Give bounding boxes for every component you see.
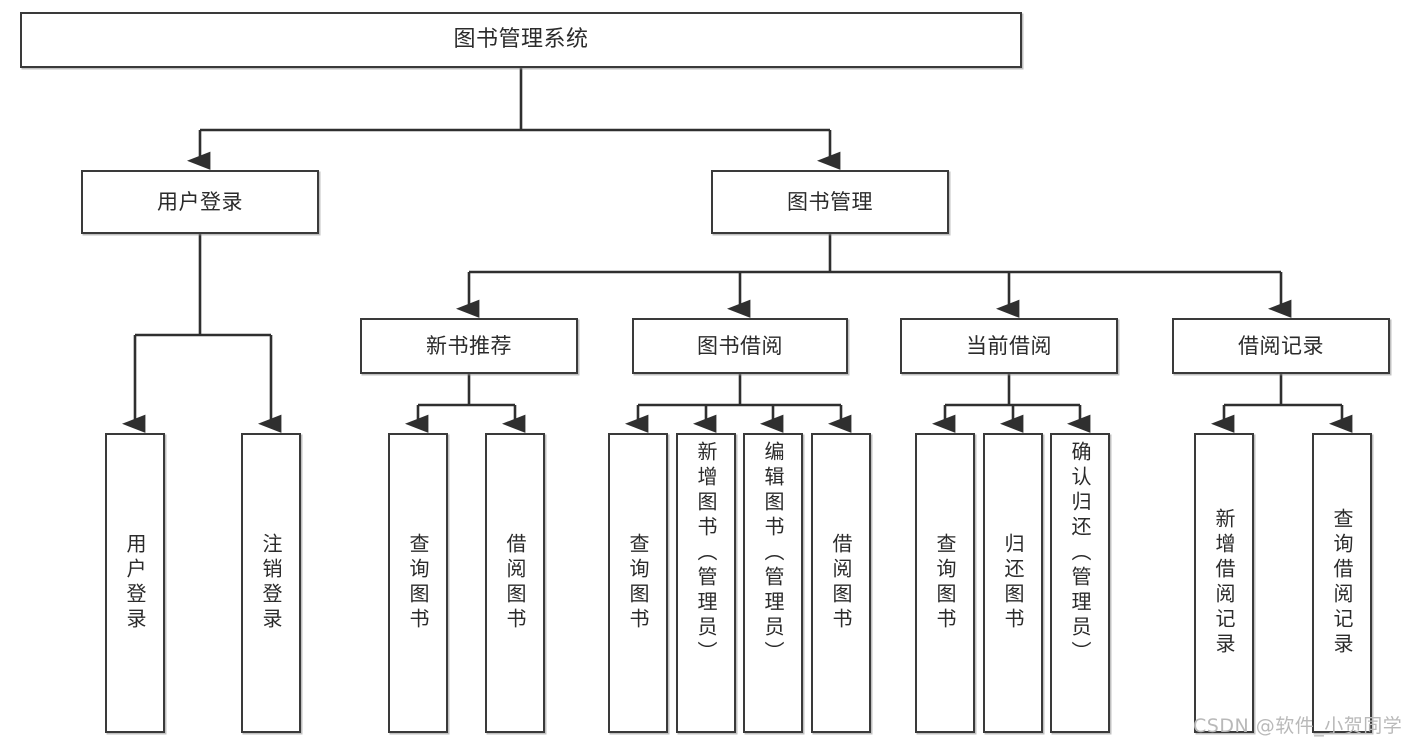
node-current-borrow-label: 当前借阅 (966, 333, 1052, 358)
node-borrow-record-label: 借阅记录 (1238, 333, 1324, 358)
node-leaf-user-login[interactable]: 用户登录 (105, 433, 165, 733)
node-leaf-query-book-1-label: 查询图书 (406, 533, 430, 633)
node-leaf-borrow-book-2-label: 借阅图书 (829, 533, 853, 633)
node-book-borrow-label: 图书借阅 (697, 333, 783, 358)
node-book-manage-label: 图书管理 (787, 189, 873, 214)
node-leaf-confirm-return-label: 确认归还（管理员） (1068, 441, 1092, 666)
node-root[interactable]: 图书管理系统 (20, 12, 1022, 68)
node-leaf-query-record-label: 查询借阅记录 (1330, 508, 1354, 658)
node-leaf-borrow-book-1[interactable]: 借阅图书 (485, 433, 545, 733)
node-leaf-query-book-3[interactable]: 查询图书 (915, 433, 975, 733)
node-leaf-return-book-label: 归还图书 (1001, 533, 1025, 633)
node-leaf-query-record[interactable]: 查询借阅记录 (1312, 433, 1372, 733)
node-leaf-edit-book[interactable]: 编辑图书（管理员） (743, 433, 803, 733)
csdn-watermark: CSDN @软件_小贺同学 (1193, 715, 1403, 737)
node-user-login-label: 用户登录 (157, 189, 243, 214)
node-new-book-recommend[interactable]: 新书推荐 (360, 318, 578, 374)
node-leaf-query-book-3-label: 查询图书 (933, 533, 957, 633)
node-leaf-add-book-label: 新增图书（管理员） (694, 441, 718, 666)
node-root-label: 图书管理系统 (453, 27, 589, 53)
node-leaf-query-book-1[interactable]: 查询图书 (388, 433, 448, 733)
node-leaf-user-login-label: 用户登录 (123, 533, 147, 633)
node-leaf-return-book[interactable]: 归还图书 (983, 433, 1043, 733)
node-book-manage[interactable]: 图书管理 (711, 170, 949, 234)
node-leaf-borrow-book-2[interactable]: 借阅图书 (811, 433, 871, 733)
node-leaf-edit-book-label: 编辑图书（管理员） (761, 441, 785, 666)
node-leaf-borrow-book-1-label: 借阅图书 (503, 533, 527, 633)
node-leaf-query-book-2[interactable]: 查询图书 (608, 433, 668, 733)
node-leaf-add-record[interactable]: 新增借阅记录 (1194, 433, 1254, 733)
node-leaf-user-logout[interactable]: 注销登录 (241, 433, 301, 733)
node-leaf-add-book[interactable]: 新增图书（管理员） (676, 433, 736, 733)
node-leaf-add-record-label: 新增借阅记录 (1212, 508, 1236, 658)
node-current-borrow[interactable]: 当前借阅 (900, 318, 1118, 374)
node-leaf-query-book-2-label: 查询图书 (626, 533, 650, 633)
node-book-borrow[interactable]: 图书借阅 (632, 318, 848, 374)
node-borrow-record[interactable]: 借阅记录 (1172, 318, 1390, 374)
node-leaf-user-logout-label: 注销登录 (259, 533, 283, 633)
node-user-login[interactable]: 用户登录 (81, 170, 319, 234)
node-leaf-confirm-return[interactable]: 确认归还（管理员） (1050, 433, 1110, 733)
node-new-book-recommend-label: 新书推荐 (426, 333, 512, 358)
